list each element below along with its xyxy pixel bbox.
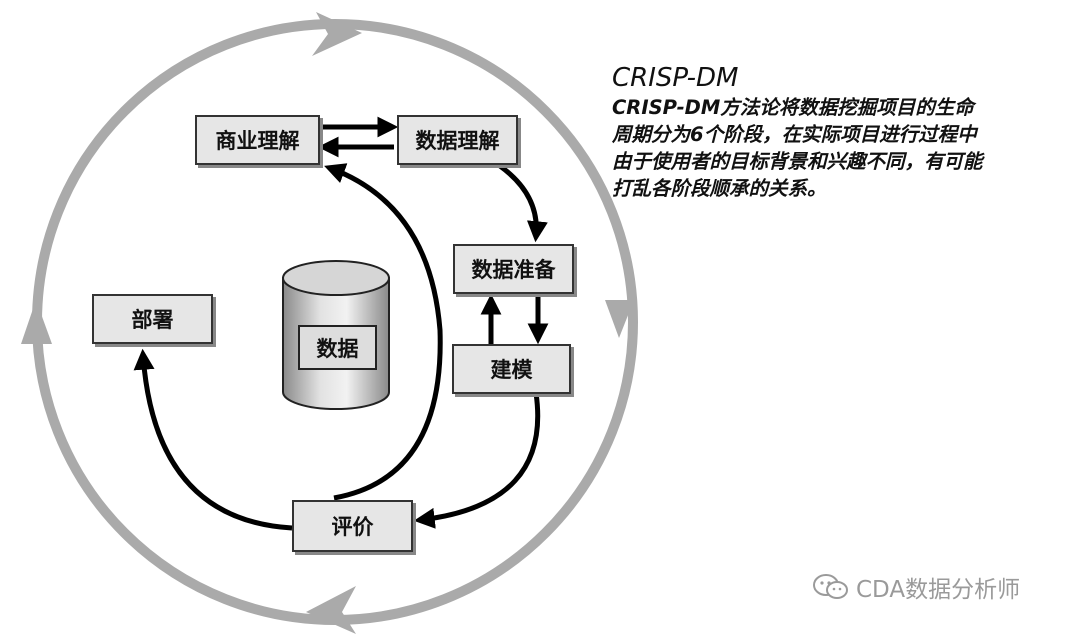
description-title: CRISP-DM <box>612 63 739 93</box>
phase-evaluation: 评价 <box>292 500 413 552</box>
description-line: 打乱各阶段顺承的关系。 <box>612 177 827 200</box>
cycle-arrowhead-top <box>312 12 362 56</box>
watermark: CDA数据分析师 <box>812 570 1020 604</box>
description-line: 周期分为6个阶段，在实际项目进行过程中 <box>612 123 977 146</box>
arrow-evaluation-to-business <box>324 163 443 501</box>
wechat-icon <box>813 574 848 599</box>
description-line: 由于使用者的目标背景和兴趣不同，有可能 <box>612 150 983 173</box>
arrow-data-understanding-to-preparation <box>498 163 548 243</box>
watermark-text: CDA数据分析师 <box>856 577 1021 603</box>
arrow-modeling-to-evaluation <box>413 392 541 529</box>
arrow-evaluation-to-deployment <box>133 348 293 531</box>
phase-modeling: 建模 <box>452 344 571 394</box>
data-store-label: 数据 <box>298 325 377 370</box>
description-line: CRISP-DM方法论将数据挖掘项目的生命 <box>612 96 974 119</box>
phase-data-understanding: 数据理解 <box>397 115 518 165</box>
cycle-arrowhead-right <box>605 300 634 338</box>
phase-deployment: 部署 <box>92 294 213 344</box>
cycle-arrowhead-bottom <box>306 586 356 634</box>
phase-data-preparation: 数据准备 <box>453 244 574 294</box>
description-block: CRISP-DM CRISP-DM方法论将数据挖掘项目的生命 周期分为6个阶段，… <box>612 62 1072 202</box>
phase-business-understanding: 商业理解 <box>195 115 320 165</box>
cycle-arrowhead-left <box>21 300 52 344</box>
